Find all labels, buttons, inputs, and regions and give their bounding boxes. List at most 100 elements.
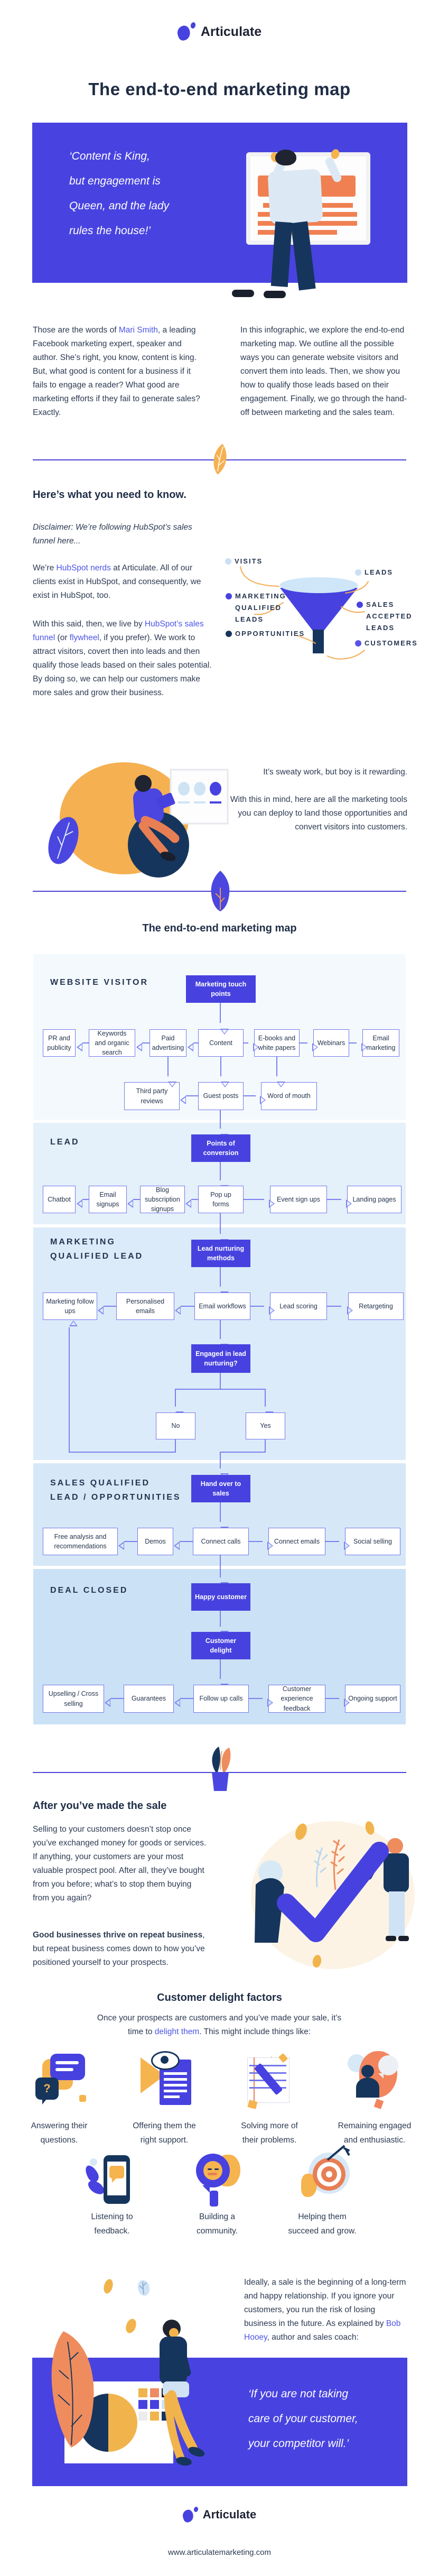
node-word-of-mouth: Word of mouth	[261, 1082, 317, 1110]
node-event-signups: Event sign ups	[270, 1186, 327, 1213]
node-guest-posts: Guest posts	[198, 1082, 244, 1110]
leaf-icon	[213, 444, 227, 475]
arrow-left-icon	[77, 1043, 82, 1051]
sales-funnel-link[interactable]: HubSpot’s sales funnel	[33, 620, 204, 642]
delight-them-link[interactable]: delight them	[154, 2027, 200, 2036]
funnel-label-opportunities: OPPORTUNITIES	[235, 630, 305, 638]
support-doc-icon	[136, 2051, 194, 2112]
arrow-right-icon	[312, 1043, 318, 1051]
arrow-left-icon	[105, 1698, 110, 1707]
disclaimer-text: Disclaimer: We’re following HubSpot’s sa…	[33, 523, 192, 546]
node-connect-calls: Connect calls	[193, 1528, 249, 1555]
person-on-rock-illustration	[48, 762, 229, 878]
node-ebooks-whitepapers: E-books and white papers	[254, 1029, 300, 1057]
arrow-right-icon	[267, 1541, 273, 1550]
arrow-right-icon	[347, 1306, 353, 1315]
node-free-analysis: Free analysis and recommendations	[43, 1528, 118, 1555]
delight-heading: Customer delight factors	[157, 1992, 282, 2003]
node-webinars: Webinars	[313, 1029, 349, 1057]
canvas-illustration	[64, 2381, 173, 2463]
arrow-down-icon	[221, 1082, 229, 1087]
node-happy-customer: Happy customer	[191, 1583, 250, 1611]
node-yes: Yes	[246, 1412, 285, 1439]
sales-funnel-graphic	[240, 566, 369, 660]
node-email-marketing: Email marketing	[362, 1029, 399, 1057]
articulate-logo-icon	[181, 2506, 199, 2524]
funnel-label-visits: VISITS	[235, 557, 263, 565]
funnel-connector-lines	[240, 566, 369, 660]
ideally-paragraph: Ideally, a sale is the beginning of a lo…	[244, 2278, 406, 2342]
hubspot-nerds-link[interactable]: HubSpot nerds	[56, 564, 111, 573]
outro-banner: ‘If you are not taking care of your cust…	[32, 2358, 407, 2486]
leads-dot	[355, 569, 361, 576]
aftersale-paragraph-1: Selling to your customers doesn’t stop o…	[33, 1825, 207, 1903]
visits-dot	[225, 558, 231, 565]
arrow-left-icon	[185, 1199, 191, 1208]
section-label-website-visitor: WEBSITE VISITOR	[50, 978, 149, 987]
hero-banner: ‘Content is King, but engagement is Quee…	[32, 123, 407, 291]
node-third-party-reviews: Third party reviews	[124, 1082, 180, 1110]
node-retargeting: Retargeting	[348, 1292, 404, 1320]
flowchart-title: The end-to-end marketing map	[142, 922, 297, 934]
engaged-person-icon	[348, 2051, 403, 2111]
node-email-workflows: Email workflows	[194, 1292, 250, 1320]
footer-logo: Articulate	[0, 2506, 439, 2524]
node-lead-scoring: Lead scoring	[270, 1292, 327, 1320]
arrow-left-icon	[77, 1199, 82, 1208]
solving-notepad-icon	[242, 2052, 300, 2111]
node-marketing-touch-points: Marketing touch points	[186, 975, 256, 1003]
arrow-right-icon	[344, 1698, 350, 1707]
node-lead-nurturing-methods: Lead nurturing methods	[191, 1240, 250, 1267]
funnel-label-leads: LEADS	[365, 568, 394, 576]
intro-left-paragraph: Those are the words of Mari Smith, a lea…	[33, 324, 207, 420]
plant-icon	[212, 1747, 231, 1791]
node-chatbot: Chatbot	[43, 1186, 76, 1213]
sweaty-text: It’s sweaty work, but boy is it rewardin…	[230, 768, 407, 832]
flywheel-link[interactable]: flywheel	[69, 633, 99, 642]
arrow-down-icon	[277, 1082, 285, 1087]
node-guarantees: Guarantees	[124, 1685, 174, 1713]
node-social-selling: Social selling	[345, 1528, 400, 1555]
bob-hooey-link[interactable]: Bob Hooey	[244, 2319, 401, 2342]
man-shoe	[264, 291, 286, 298]
arrow-down-icon	[168, 1082, 176, 1087]
arrow-right-icon	[253, 1043, 259, 1051]
node-paid-advertising: Paid advertising	[150, 1029, 186, 1057]
hero-quote: ‘Content is King, but engagement is Quee…	[69, 150, 170, 237]
customers-dot	[355, 640, 361, 647]
arrow-left-icon	[180, 1096, 186, 1104]
brand-name: Articulate	[200, 24, 262, 39]
know-heading: Here’s what you need to know.	[33, 489, 186, 501]
arrow-left-icon	[188, 1043, 193, 1051]
funnel-label-mql: MARKETING QUALIFIED LEADS	[235, 592, 286, 623]
arrow-left-icon	[174, 1698, 180, 1707]
community-icon	[192, 2153, 245, 2208]
hubspot-paragraph: We’re HubSpot nerds at Articulate. All o…	[33, 564, 201, 600]
arrow-right-icon	[267, 1698, 273, 1707]
node-email-signups: Email signups	[89, 1186, 127, 1213]
node-no: No	[156, 1412, 195, 1439]
node-marketing-follow-ups: Marketing follow ups	[43, 1292, 97, 1320]
arrow-left-icon	[174, 1541, 180, 1550]
node-ongoing-support: Ongoing support	[345, 1685, 400, 1713]
man-shoe	[232, 290, 254, 297]
page-title: The end-to-end marketing map	[88, 79, 351, 99]
footer-url[interactable]: www.articulatemarketing.com	[167, 2548, 272, 2557]
node-follow-up-calls: Follow up calls	[193, 1685, 249, 1713]
node-connect-emails: Connect emails	[268, 1528, 325, 1555]
arrow-left-icon	[136, 1043, 142, 1051]
chat-icon: ?	[33, 2054, 86, 2112]
arrow-left-icon	[98, 1306, 104, 1315]
sal-dot	[357, 602, 363, 608]
mari-smith-link[interactable]: Mari Smith	[118, 326, 158, 335]
target-icon	[297, 2145, 352, 2208]
arrow-right-icon	[344, 1541, 350, 1550]
intro-exactly: Exactly.	[33, 408, 61, 417]
